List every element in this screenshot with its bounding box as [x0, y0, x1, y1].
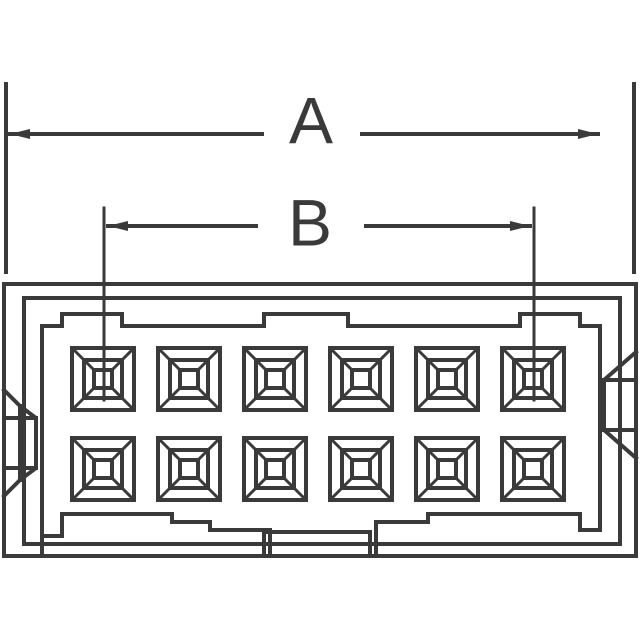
dimension-b-label: B — [288, 185, 332, 259]
pin-cavity — [500, 436, 566, 502]
pin-cavity — [156, 436, 222, 502]
pin-cavity — [70, 436, 136, 502]
pin-cavity — [500, 346, 566, 412]
pin-cavity — [328, 346, 394, 412]
bottom-key-slot — [262, 530, 372, 558]
pin-cavity — [156, 346, 222, 412]
pin-cavity — [414, 436, 480, 502]
pin-grid — [70, 346, 566, 502]
pin-cavity — [242, 436, 308, 502]
pin-cavity — [328, 436, 394, 502]
left-latch — [1, 387, 38, 499]
housing-cavity-outline — [40, 312, 602, 554]
pin-cavity — [242, 346, 308, 412]
pin-cavity — [70, 346, 136, 412]
housing-inner-outline — [22, 296, 622, 546]
dimension-a-label: A — [289, 83, 333, 157]
pin-cavity — [414, 346, 480, 412]
right-latch — [602, 349, 639, 461]
